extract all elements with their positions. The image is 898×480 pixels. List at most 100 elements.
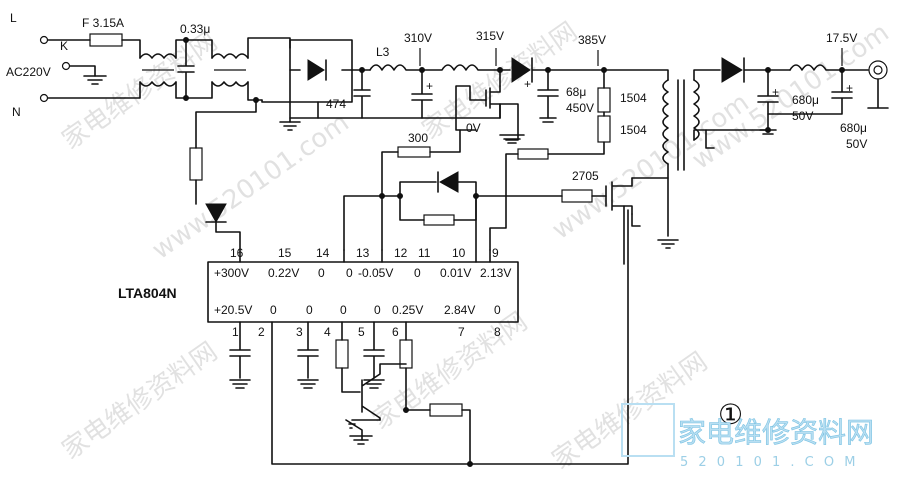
secondary-output: + 680μ 50V 17.5V + 680μ 50V [705, 31, 889, 151]
transformer [603, 69, 721, 249]
ic-pin-5: 5 [358, 325, 365, 339]
pfc-stage: 315V 0V + 68μ 450V [455, 29, 605, 144]
resistor-bottom [429, 403, 463, 417]
pfc-voltage-label: 315V [476, 29, 504, 43]
bulk-cap-rating: 450V [566, 101, 594, 115]
output-voltage-label: 17.5V [826, 31, 857, 45]
ic-top-pin-voltages: +300V 0.22V 0 0 -0.05V 0 0.01V 2.13V [214, 266, 511, 280]
out-cap2-value: 680μ [840, 121, 867, 135]
ic-pin-7: 7 [458, 325, 465, 339]
output-connector [868, 60, 888, 80]
ic-volt-7: 2.84V [444, 303, 475, 317]
input-line-label: L [10, 11, 17, 25]
resistor-300 [397, 146, 431, 158]
control-section: 300 2705 [343, 129, 641, 465]
ic-volt-10: 0.01V [440, 266, 471, 280]
ic-pin-6: 6 [392, 325, 399, 339]
ic-bottom-pin-numbers: 1 2 3 4 5 6 7 8 [232, 325, 501, 339]
ic-pin-8: 8 [494, 325, 501, 339]
ic-pin-11: 11 [418, 246, 431, 260]
ic-pin-12: 12 [394, 246, 408, 260]
bottom-network [229, 249, 491, 467]
ic-body [207, 261, 519, 323]
ic-volt-14: 0 [318, 266, 325, 280]
ic-volt-8: 0 [494, 303, 501, 317]
out-cap1-value: 680μ [792, 93, 819, 107]
input-neutral-label: N [12, 105, 21, 119]
fuse-label: F 3.15A [82, 16, 124, 30]
ic-name: LTA804N [118, 285, 177, 301]
watermark-url: www.520101.com [147, 108, 355, 266]
ic-pin-10: 10 [452, 246, 466, 260]
boost-voltage-label: 385V [578, 33, 606, 47]
watermark-url: www.520101.com [687, 18, 895, 176]
ic-volt-6: 0.25V [392, 303, 423, 317]
ic-volt-5: 0 [374, 303, 381, 317]
resistor-1504a [597, 87, 611, 113]
resistor-parallel [423, 214, 455, 226]
ic-pin-1: 1 [232, 325, 239, 339]
bulk-cap-value: 68μ [566, 85, 586, 99]
common-mode-choke-2 [211, 37, 291, 103]
x-capacitor: 0.33μ [177, 22, 210, 101]
zero-volt-label: 0V [466, 121, 481, 135]
brand-cn: 家电维修资料网 [678, 416, 874, 449]
common-mode-choke-1 [139, 39, 213, 99]
bulk-cap-plus-2: + [524, 77, 531, 91]
inductor-l3: L3 310V + [353, 31, 501, 119]
x-cap-label: 0.33μ [180, 22, 210, 36]
ic-volt-12: -0.05V [358, 266, 393, 280]
ic-volt-4: 0 [340, 303, 347, 317]
ic-volt-9: 2.13V [480, 266, 511, 280]
startup-path [189, 99, 257, 263]
out-cap2-rating: 50V [846, 137, 867, 151]
resistor-1504a-label: 1504 [620, 91, 647, 105]
ic-bottom-pin-voltages: +20.5V 0 0 0 0 0.25V 2.84V 0 [214, 303, 501, 317]
resistor-feedback [517, 148, 549, 160]
out-cap1-rating: 50V [792, 109, 813, 123]
bus-voltage-label: 310V [404, 31, 432, 45]
ic-volt-3: 0 [306, 303, 313, 317]
ic-pin-9: 9 [492, 246, 499, 260]
brand-url: 5 2 0 1 0 1 . C O M [680, 455, 858, 470]
out-cap-plus-2: + [846, 81, 853, 95]
resistor-startup [189, 147, 203, 181]
brand-watermark: ① 家电维修资料网 5 2 0 1 0 1 . C O M [621, 398, 874, 470]
ic-lta804n: LTA804N 16 15 14 13 12 11 10 9 +300V 0.2… [118, 246, 519, 339]
ic-pin-16: 16 [230, 246, 244, 260]
resistor-pin4 [335, 339, 349, 369]
terminal-k [61, 61, 71, 71]
ac-input: L K AC220V N F 3.15A [6, 11, 141, 119]
resistor-300-label: 300 [408, 131, 428, 145]
fuse [89, 33, 123, 47]
ic-pin-3: 3 [296, 325, 303, 339]
ic-volt-2: 0 [270, 303, 277, 317]
ic-pin-4: 4 [324, 325, 331, 339]
figure-number: ① [718, 398, 743, 431]
bridge-box [289, 39, 353, 103]
input-ground-label: K [60, 39, 68, 53]
ic-pin-13: 13 [356, 246, 370, 260]
watermark-text: 家电维修资料网 [57, 337, 223, 466]
input-supply-label: AC220V [6, 65, 51, 79]
ic-pin-15: 15 [278, 246, 292, 260]
resistor-1504b-label: 1504 [620, 123, 647, 137]
ic-volt-13: 0 [346, 266, 353, 280]
inductor-label: L3 [376, 45, 390, 59]
bulk-cap-plus: + [426, 79, 433, 93]
terminal-l [39, 35, 49, 45]
terminal-n [39, 93, 49, 103]
ic-volt-16: +300V [214, 266, 249, 280]
out-cap-plus-1: + [772, 85, 779, 99]
ic-volt-11: 0 [414, 266, 421, 280]
ic-volt-15: 0.22V [268, 266, 299, 280]
boost-divider: 385V 1504 1504 [489, 33, 647, 251]
brand-logo [621, 403, 675, 457]
bridge-rectifier: 474 [261, 39, 371, 119]
ic-top-pin-numbers: 16 15 14 13 12 11 10 9 [230, 246, 499, 260]
resistor-1504b [597, 115, 611, 143]
ic-pin-14: 14 [316, 246, 330, 260]
resistor-2705-label: 2705 [572, 169, 599, 183]
ic-volt-1: +20.5V [214, 303, 252, 317]
